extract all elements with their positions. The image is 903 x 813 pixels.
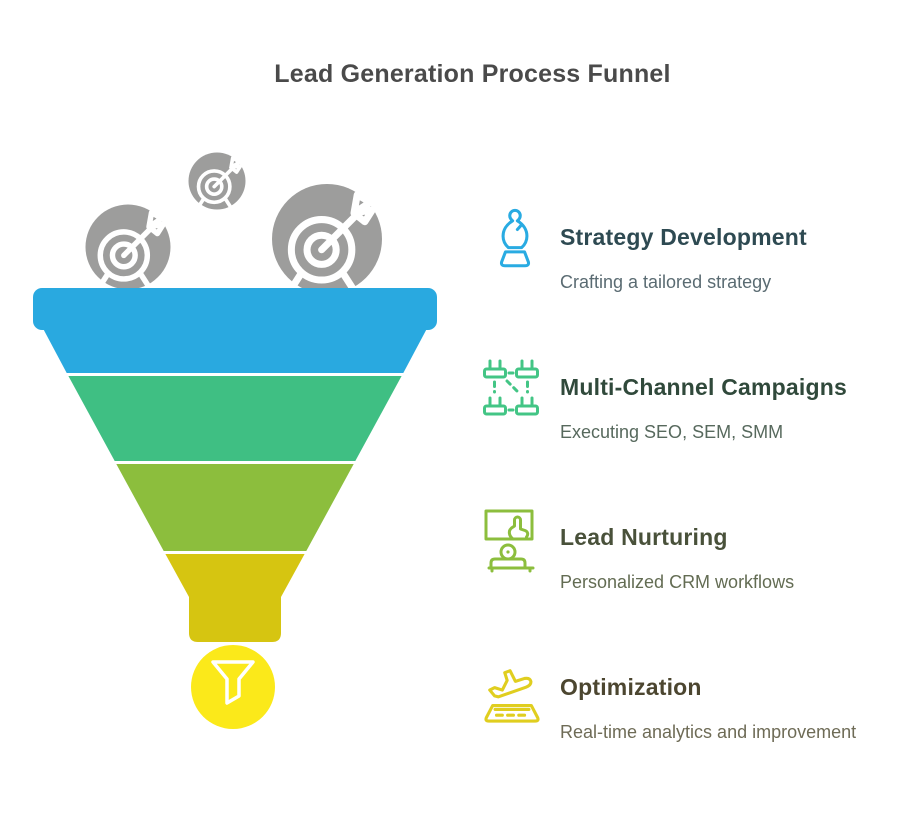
step-subtitle: Personalized CRM workflows: [560, 572, 795, 592]
step-title: Multi-Channel Campaigns: [560, 374, 848, 400]
step-title: Optimization: [560, 674, 702, 700]
step-subtitle: Crafting a tailored strategy: [560, 272, 772, 292]
funnel-stage-3: [116, 464, 354, 551]
process-step-nurturing: Lead Nurturing Personalized CRM workflow…: [482, 502, 902, 642]
step-subtitle: Real-time analytics and improvement: [560, 722, 857, 742]
funnel-icon: [211, 660, 255, 705]
process-step-campaigns: Multi-Channel Campaigns Executing SEO, S…: [482, 352, 902, 492]
funnel-stage-2: [68, 376, 402, 461]
funnel-graphic: [33, 152, 437, 729]
process-step-strategy: Strategy Development Crafting a tailored…: [482, 202, 902, 342]
lead-ball-large: [272, 184, 382, 294]
step-subtitle: Executing SEO, SEM, SMM: [560, 422, 784, 442]
multi-channel-network-icon: [483, 359, 539, 416]
funnel-body: [33, 288, 437, 642]
funnel-stage-4: [165, 554, 305, 642]
tap-hand: [507, 515, 530, 541]
plane-takeoff-icon: [484, 669, 540, 723]
chess-bishop-icon: [499, 208, 531, 268]
lead-ball-medium: [85, 204, 171, 290]
funnel-stage-1: [33, 288, 437, 373]
step-title: Lead Nurturing: [560, 524, 728, 550]
process-step-optimization: Optimization Real-time analytics and imp…: [482, 652, 902, 792]
crm-screen-tap-icon: [484, 509, 535, 573]
page-title: Lead Generation Process Funnel: [274, 60, 671, 88]
step-title: Strategy Development: [560, 224, 807, 250]
lead-ball-small: [188, 152, 246, 210]
funnel-outlet: [191, 645, 275, 729]
incoming-leads: [85, 152, 382, 294]
